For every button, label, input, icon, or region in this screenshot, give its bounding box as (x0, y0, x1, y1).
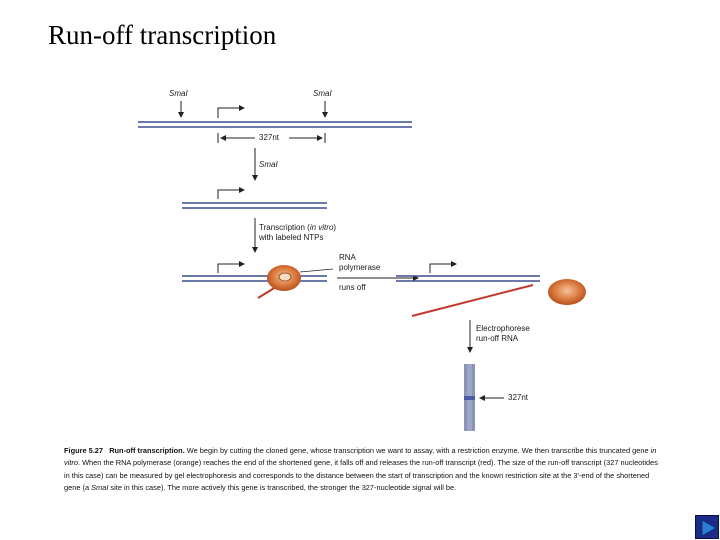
caption-italic-2: SmaI (91, 482, 109, 492)
dna-full (138, 121, 412, 128)
length-bracket (217, 133, 326, 143)
rna-polymerase-label-line1: RNA (339, 253, 356, 262)
promoter-arrow-2 (217, 187, 245, 199)
figure-label: Figure 5.27 (64, 446, 104, 455)
gel-band (464, 396, 475, 400)
promoter-arrow-3 (217, 261, 245, 273)
polymerase-bubble (278, 272, 292, 282)
dna-released (396, 275, 540, 282)
promoter-arrow-4 (429, 261, 457, 273)
caption-text-1: We begin by cutting the cloned gene, who… (184, 446, 651, 455)
promoter-arrow-1 (217, 105, 245, 118)
gel-band-label: 327nt (508, 393, 529, 402)
electrophorese-label-line1: Electrophorese (476, 324, 530, 333)
rna-polymerase-label-line2: polymerase (339, 263, 381, 272)
transcription-label: Transcription (in vitro) (259, 223, 336, 233)
next-slide-button[interactable] (695, 515, 719, 539)
transcription-label-line2: with labeled NTPs (259, 233, 324, 242)
figure-title: Run-off transcription. (109, 446, 185, 455)
released-polymerase (548, 279, 586, 305)
dna-transcribing (182, 275, 327, 282)
runs-off-label: runs off (339, 283, 366, 292)
transcription-label-suffix: ) (333, 223, 337, 232)
polymerase-label-pointer (299, 268, 334, 273)
transcription-label-prefix: Transcription ( (259, 223, 310, 232)
play-arrow-icon (701, 519, 717, 537)
slide-title: Run-off transcription (48, 20, 277, 50)
cut-label: SmaI (259, 160, 278, 169)
caption-text-2: . When the RNA polymerase (orange) reach… (64, 458, 658, 492)
figure-caption: Figure 5.27 Run-off transcription. We be… (64, 445, 664, 494)
electrophorese-label-line2: run-off RNA (476, 334, 519, 343)
run-off-rna (411, 284, 534, 317)
length-label: 327nt (259, 133, 280, 142)
caption-text-3: site in this case). The more actively th… (108, 482, 457, 492)
smai-left-label: SmaI (169, 89, 188, 98)
smai-right-label: SmaI (313, 89, 332, 98)
caption-italic-1: in vitro (64, 446, 657, 468)
dna-truncated (182, 202, 327, 209)
transcription-label-italic: in vitro (309, 223, 334, 232)
